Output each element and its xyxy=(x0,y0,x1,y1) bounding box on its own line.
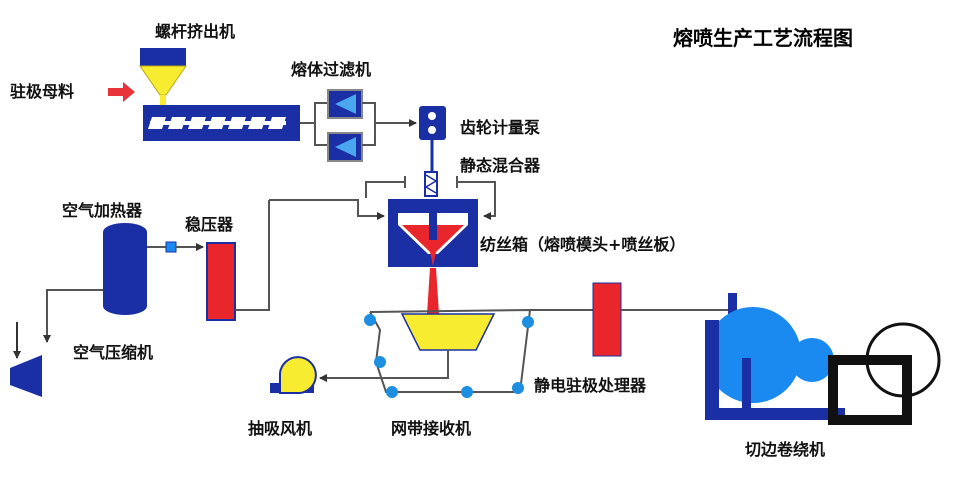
mesh-belt-receiver xyxy=(319,308,593,398)
suction-fan-icon xyxy=(279,356,317,394)
air-compressor xyxy=(10,355,42,397)
edge-cutter xyxy=(728,293,737,329)
pressure-regulator-label: 稳压器 xyxy=(185,215,234,234)
static-mixer-label: 静态混合器 xyxy=(460,156,541,175)
air-heater xyxy=(103,223,147,315)
gear-metering-pump-label: 齿轮计量泵 xyxy=(460,118,540,137)
edge-cutting-winder xyxy=(705,293,941,425)
suction-fan xyxy=(270,356,317,394)
edge-cutting-winder-label: 切边卷绕机 xyxy=(745,440,825,459)
pressure-regulator-body xyxy=(206,242,236,321)
electrostatic-electret xyxy=(592,282,730,357)
air-heater-label: 空气加热器 xyxy=(62,201,143,220)
extruder-screw xyxy=(148,117,286,129)
winder-box xyxy=(828,355,912,425)
screw-extruder xyxy=(139,48,300,141)
filter-top-icon xyxy=(335,94,356,114)
winder-roll-small xyxy=(790,338,834,382)
static-mixer xyxy=(424,171,438,197)
melt-filter-label: 熔体过滤机 xyxy=(291,60,371,79)
suction-box xyxy=(400,313,496,351)
belt-roller xyxy=(386,386,398,398)
hopper-funnel xyxy=(139,65,187,96)
electret-processor-body xyxy=(592,282,622,357)
filter-unit-bottom xyxy=(327,132,363,162)
belt-roller xyxy=(522,316,534,328)
winder-frame-base xyxy=(705,408,845,420)
belt-roller xyxy=(364,314,376,326)
feed-arrow-icon xyxy=(108,82,135,102)
hopper-neck xyxy=(160,95,166,107)
gear-metering-pump xyxy=(419,106,446,172)
screw-extruder-label: 螺杆挤出机 xyxy=(155,22,235,41)
belt-roller xyxy=(461,386,473,398)
mesh-belt-receiver-label: 网带接收机 xyxy=(391,419,471,438)
spin-box-label: 纺丝箱（熔喷模头+喷丝板） xyxy=(480,235,685,254)
belt-roller xyxy=(374,356,386,368)
spin-box xyxy=(388,199,478,267)
electret-masterbatch-label: 驻极母料 xyxy=(10,82,74,101)
winder-frame-left xyxy=(705,320,719,420)
suction-fan-label: 抽吸风机 xyxy=(248,419,312,438)
pressure-regulator xyxy=(206,242,236,321)
filter-bottom-icon xyxy=(335,137,356,157)
electrostatic-electret-label: 静电驻极处理器 xyxy=(534,376,647,395)
winder-roll-large xyxy=(705,307,801,403)
air-compressor-body xyxy=(10,355,42,397)
melt-filter xyxy=(300,89,417,162)
belt-roller xyxy=(512,382,524,394)
air-heater-tank xyxy=(103,232,147,306)
diagram-title: 熔喷生产工艺流程图 xyxy=(673,26,853,50)
air-compressor-label: 空气压缩机 xyxy=(73,343,153,362)
gear-pump-body xyxy=(419,106,446,140)
valve-icon xyxy=(165,241,177,253)
hopper-top xyxy=(140,48,186,66)
product-roll xyxy=(865,322,941,398)
fiber-stream xyxy=(427,268,439,314)
